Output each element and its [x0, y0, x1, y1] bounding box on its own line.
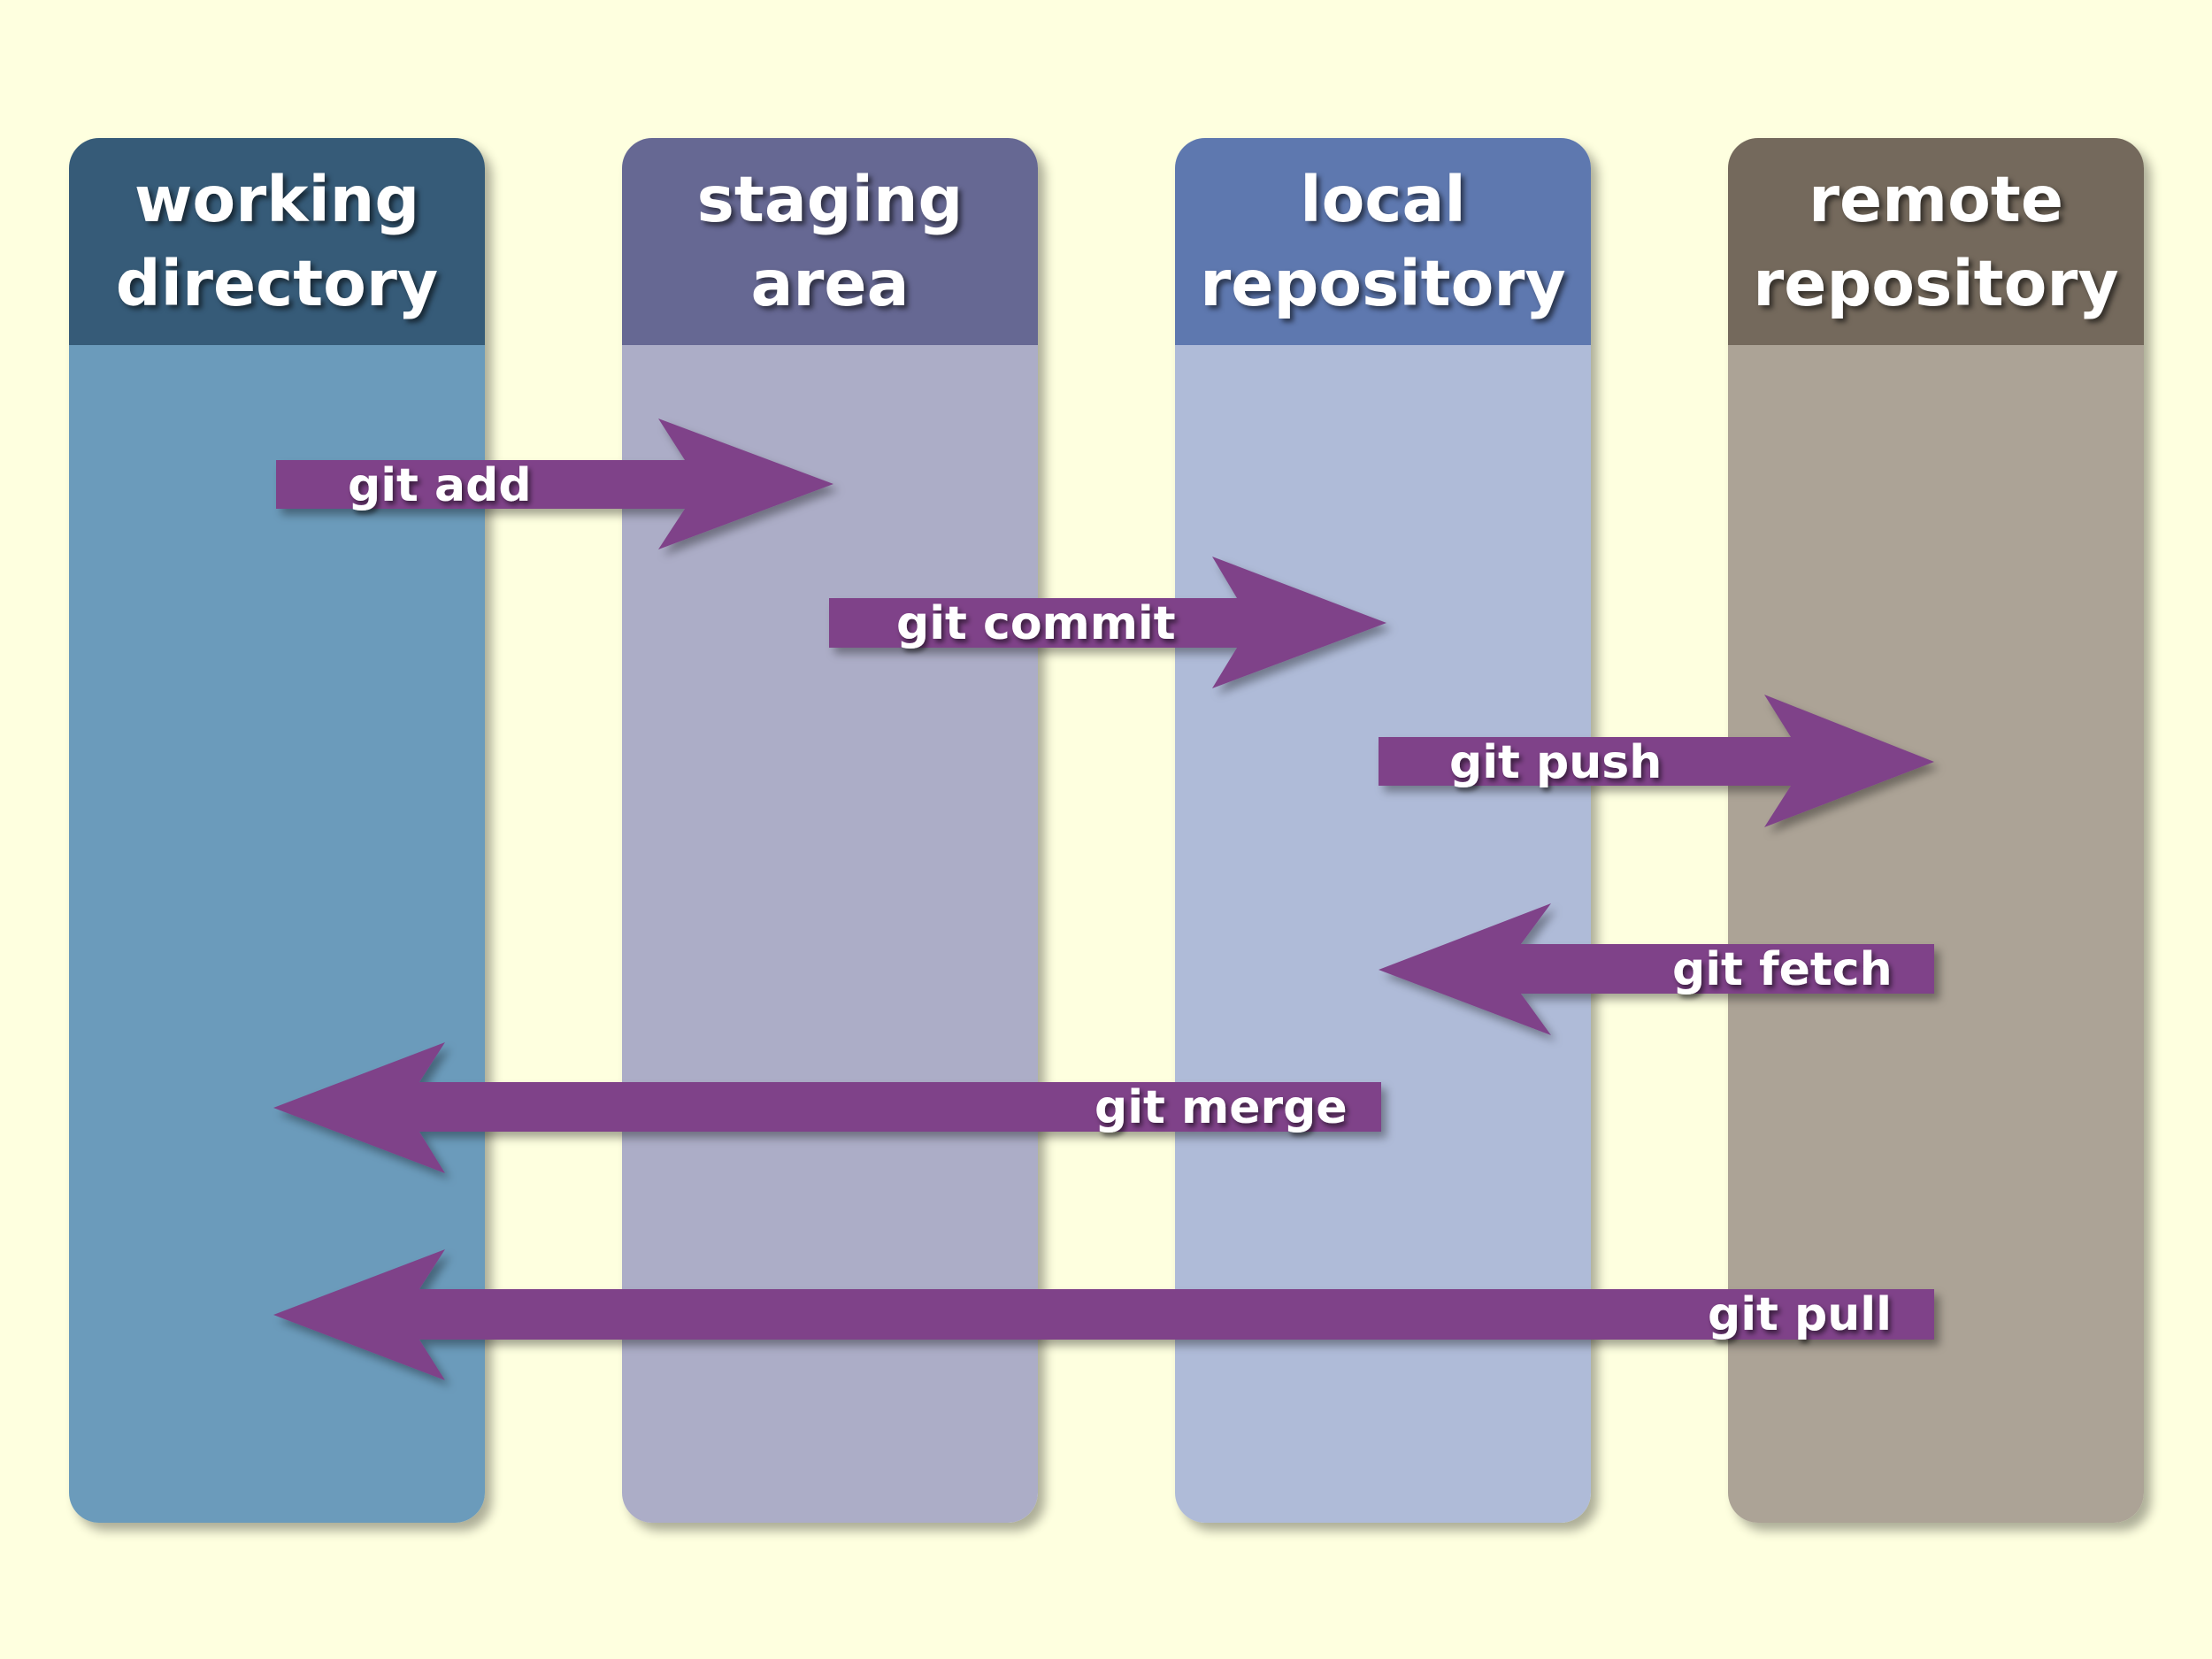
column-header: working directory: [69, 138, 485, 345]
column-remote-repository: remote repository: [1728, 138, 2144, 1523]
column-header: local repository: [1175, 138, 1591, 345]
arrow-left-shape: [273, 1249, 1934, 1380]
column-body: [1175, 345, 1591, 1523]
arrow-git-pull: git pull: [273, 1249, 1934, 1380]
column-body: [69, 345, 485, 1523]
column-body: [1728, 345, 2144, 1523]
column-title-line: remote: [1808, 163, 2064, 236]
column-working-directory: working directory: [69, 138, 485, 1523]
column-title-line: repository: [1753, 247, 2119, 320]
column-title-line: working: [134, 163, 420, 236]
column-title-line: area: [750, 247, 910, 320]
column-body: [622, 345, 1038, 1523]
column-title-line: staging: [696, 163, 964, 236]
column-header: staging area: [622, 138, 1038, 345]
column-title-line: local: [1300, 163, 1466, 236]
column-title-line: directory: [115, 247, 439, 320]
column-title-line: repository: [1200, 247, 1566, 320]
column-staging-area: staging area: [622, 138, 1038, 1523]
column-header: remote repository: [1728, 138, 2144, 345]
column-local-repository: local repository: [1175, 138, 1591, 1523]
